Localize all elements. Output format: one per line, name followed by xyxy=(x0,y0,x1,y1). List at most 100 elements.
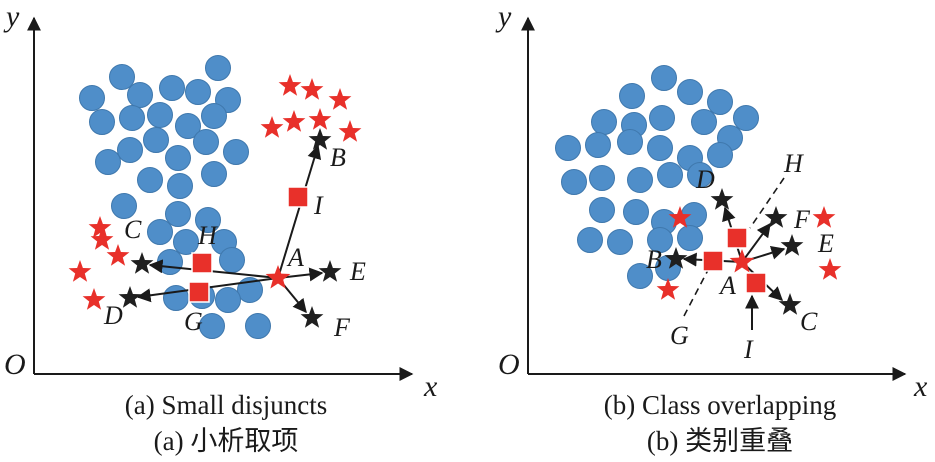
panel-b-neighbor-star-b xyxy=(664,247,688,269)
panel-b-majority-point xyxy=(585,132,611,158)
panel-a-majority-point xyxy=(95,149,121,175)
panel-a-minority-star xyxy=(278,74,302,96)
panel-b-label-e: E xyxy=(817,229,834,258)
panel-a-y-label: y xyxy=(3,0,20,33)
panel-b-majority-point xyxy=(677,79,703,105)
panel-a-minority-star xyxy=(282,110,306,132)
panel-a-majority-point xyxy=(201,103,227,129)
panel-a-minority-star xyxy=(328,88,352,110)
panel-a-majority-point xyxy=(137,167,163,193)
panel-b-majority-point xyxy=(607,229,633,255)
panel-a-majority-point xyxy=(223,139,249,165)
panel-b-caption-en: (b) Class overlapping xyxy=(604,390,836,420)
panel-b-majority-point xyxy=(589,197,615,223)
panel-b-synthetic-square-3 xyxy=(745,272,767,294)
panel-b-axes: y x O xyxy=(495,0,928,403)
panel-b-label-g: G xyxy=(670,321,689,350)
panel-b-majority-point xyxy=(619,83,645,109)
panel-a-minority-star xyxy=(338,120,362,142)
panel-a-majority-point xyxy=(147,219,173,245)
panel-a-minority-class xyxy=(68,74,362,310)
panel-b-majority-point xyxy=(555,135,581,161)
panel-b-label-h: H xyxy=(783,149,804,178)
panel-a-neighbor-star-c xyxy=(130,252,154,274)
panel-a-neighbor-star-e xyxy=(318,260,342,282)
panel-a-label-i: I xyxy=(313,191,324,220)
panel-a-x-label: x xyxy=(423,370,438,403)
panel-a-majority-point xyxy=(127,82,153,108)
panel-a-synthetic-square-h xyxy=(191,252,213,274)
panel-b-majority-point xyxy=(677,225,703,251)
panel-a-axes: y x O xyxy=(3,0,438,403)
arrow-a-to-b xyxy=(277,144,322,279)
panel-b-minority-star xyxy=(812,206,836,228)
leader-g xyxy=(683,269,709,317)
panel-b-majority-point xyxy=(657,162,683,188)
panel-a-majority-point xyxy=(237,277,263,303)
panel-b-synthetic-samples xyxy=(702,227,767,294)
panel-a-synthetic-square-g xyxy=(188,281,210,303)
panel-a-majority-point xyxy=(157,249,183,275)
panel-a-label-d: D xyxy=(103,301,123,330)
panel-a-majority-class xyxy=(79,55,271,339)
panel-b-labels: D H F E B A C G I xyxy=(646,149,834,364)
panel-b-x-label: x xyxy=(913,370,928,403)
panel-b-label-d: D xyxy=(695,165,715,194)
panel-a-majority-point xyxy=(195,207,221,233)
panel-b-neighbor-star-h xyxy=(764,206,788,228)
panel-b-majority-class xyxy=(555,65,759,289)
panel-a-majority-point xyxy=(165,201,191,227)
panel-a-minority-star xyxy=(88,216,112,238)
panel-a-majority-point xyxy=(199,313,225,339)
panel-b-majority-point xyxy=(627,167,653,193)
panel-a-synthetic-square-i xyxy=(287,186,309,208)
panel-b-majority-point xyxy=(589,165,615,191)
panel-a-center-star xyxy=(265,265,291,289)
panel-b-center-star xyxy=(729,249,755,273)
panel-a-label-e: E xyxy=(349,257,366,286)
panel-a-neighbors xyxy=(118,128,342,328)
panel-a-majority-point xyxy=(143,127,169,153)
panel-b-majority-point xyxy=(591,109,617,135)
panel-b-label-i: I xyxy=(743,335,754,364)
panel-a-label-f: F xyxy=(333,313,351,342)
panel-a-label-a: A xyxy=(286,243,304,272)
panel-b-majority-point xyxy=(623,199,649,225)
panel-a-minority-star xyxy=(90,228,114,250)
panel-a-majority-point xyxy=(245,313,271,339)
panel-b-neighbor-star-d xyxy=(710,188,734,210)
panel-b-caption-zh: (b) 类别重叠 xyxy=(647,426,793,456)
panel-b-majority-point xyxy=(651,65,677,91)
panel-a-majority-point xyxy=(111,193,137,219)
panel-b-label-c: C xyxy=(800,307,818,336)
panel-a-minority-star xyxy=(260,116,284,138)
panel-b-y-label: y xyxy=(495,0,512,33)
panel-a-majority-point xyxy=(117,137,143,163)
panel-a-minority-star xyxy=(308,108,332,130)
panel-a-caption-zh: (a) 小析取项 xyxy=(154,426,299,456)
panel-b-majority-point xyxy=(627,263,653,289)
panel-b-minority-star xyxy=(818,258,842,280)
panel-a-caption-en: (a) Small disjuncts xyxy=(125,390,327,420)
panel-a-majority-point xyxy=(167,173,193,199)
panel-a-label-g: G xyxy=(184,307,203,336)
panel-b-majority-point xyxy=(577,227,603,253)
panel-a-neighbor-star-b xyxy=(308,128,332,150)
panel-a-minority-star xyxy=(106,244,130,266)
panel-a-majority-point xyxy=(185,79,211,105)
panel-b-majority-point xyxy=(687,162,713,188)
panel-b-majority-point xyxy=(561,169,587,195)
panel-a-majority-point xyxy=(215,287,241,313)
leader-h xyxy=(749,177,785,229)
panel-b-origin-label: O xyxy=(498,348,520,381)
panel-a-majority-point xyxy=(79,85,105,111)
panel-b-neighbors xyxy=(664,188,804,315)
panel-b-label-b: B xyxy=(646,245,662,274)
panel-b-majority-point xyxy=(647,227,673,253)
panel-b-majority-point xyxy=(647,135,673,161)
panel-a-neighbor-star-f xyxy=(300,306,324,328)
panel-b-majority-point xyxy=(691,109,717,135)
panel-a-label-c: C xyxy=(124,215,142,244)
panel-a-majority-point xyxy=(89,109,115,135)
